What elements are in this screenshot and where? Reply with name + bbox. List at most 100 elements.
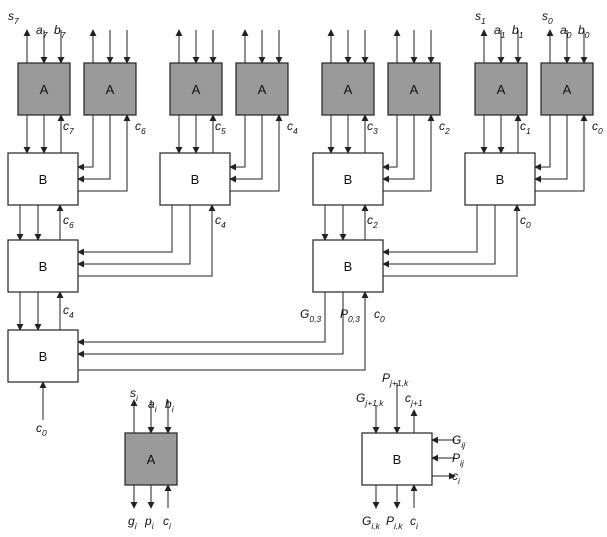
p03-label: P0,3	[340, 307, 360, 324]
c2-l2-label: c2	[367, 213, 378, 230]
legend-gij-label: Gij	[452, 433, 466, 450]
legend-adder-box	[124, 432, 178, 486]
c3-label: c3	[367, 119, 378, 136]
c2-label: c2	[439, 119, 450, 136]
legend-pi-label: pi	[144, 514, 155, 531]
s1-label: s1	[475, 9, 486, 26]
l1-1-c	[78, 204, 216, 277]
legend-ci-right-label: ci	[452, 469, 461, 486]
c6-l2-label: c6	[63, 213, 74, 230]
b1-label: b1	[512, 23, 524, 40]
c4-l3-label: c4	[63, 303, 74, 320]
legend-ci-bottom-label: ci	[410, 514, 419, 531]
legend-gik-label: Gi,k	[362, 514, 381, 531]
c-wire-3	[230, 114, 283, 192]
g-wire-3	[229, 115, 246, 171]
adder-box-6-label: A	[106, 82, 115, 97]
adder-box-0-label: A	[563, 82, 572, 97]
carry-box-l1-3-label: B	[496, 172, 505, 187]
c0-l3-label: c0	[374, 307, 385, 324]
g-wire-5	[382, 115, 398, 171]
c5-label: c5	[215, 119, 226, 136]
c0-l2-label: c0	[520, 213, 531, 230]
adder-box-7-label: A	[40, 82, 49, 97]
l1-3-p	[382, 205, 496, 268]
carry-box-l2-0	[7, 239, 79, 293]
legend-gj1k-label: Gj+1,k	[356, 391, 384, 408]
adder-box-1	[474, 62, 528, 116]
l2-1-c	[78, 291, 369, 371]
a1-label: a1	[494, 23, 506, 40]
legend-gi-label: gi	[128, 514, 138, 531]
legend-ci-label: ci	[163, 514, 172, 531]
carry-box-l2-0-label: B	[39, 259, 48, 274]
carry-box-l3	[7, 329, 79, 383]
legend-pj1k-label: Pj+1,k	[382, 371, 409, 388]
c1-label: c1	[520, 119, 531, 136]
adder-box-4-label: A	[258, 82, 267, 97]
l2-1-p	[77, 292, 344, 358]
legend-si-label: si	[130, 386, 139, 403]
adder-box-3-label: A	[344, 82, 353, 97]
carry-box-l1-1	[159, 152, 231, 206]
l1-1-g	[77, 205, 173, 256]
c0-bottom-label: c0	[36, 421, 47, 438]
carry-box-l3-label: B	[39, 349, 48, 364]
b7-label: b7	[54, 23, 66, 40]
b0-label: b0	[578, 23, 590, 40]
g-wire-1	[77, 115, 94, 171]
a0-label: a0	[560, 23, 572, 40]
c6-label: c6	[135, 119, 146, 136]
a7-label: a7	[36, 23, 48, 40]
labels: s7 a7 b7 s1 a1 b1 s0 a0 b0 c7 c6 c5 c4 c3 c2 c1 c0 c6 c4 c2…	[8, 9, 603, 531]
c4-label: c4	[287, 119, 298, 136]
adder-box-6	[83, 62, 137, 116]
s7-label: s7	[8, 9, 19, 26]
carry-box-l2-1	[312, 239, 384, 293]
legend-pik-label: Pi,k	[386, 514, 403, 531]
p-wire-7	[534, 115, 568, 183]
g-wire-7	[534, 115, 551, 171]
carry-box-l1-0	[7, 152, 79, 206]
p-wire-3	[229, 115, 263, 183]
adder-box-0	[540, 62, 594, 116]
carry-box-l1-3	[464, 152, 536, 206]
adder-box-7	[17, 62, 71, 116]
l1-3-c	[383, 204, 521, 277]
carry-box-l1-0-label: B	[39, 172, 48, 187]
legend-carry-box-label: B	[393, 452, 402, 467]
adder-box-2-label: A	[410, 82, 419, 97]
l1-1-p	[77, 205, 191, 268]
carry-box-l1-1-label: B	[191, 172, 200, 187]
legend-ai-label: ai	[148, 397, 158, 414]
c-wire-7	[535, 114, 588, 192]
adder-box-5	[169, 62, 223, 116]
c-wire-5	[383, 114, 435, 192]
boxes: A A A A A A A A B B B B B B B A B	[7, 62, 594, 486]
p-wire-1	[77, 115, 111, 183]
c7-label: c7	[63, 119, 74, 136]
s0-label: s0	[542, 9, 553, 26]
carry-box-l1-2-label: B	[344, 172, 353, 187]
adder-box-4	[235, 62, 289, 116]
l2-1-g	[77, 292, 326, 346]
legend-bi-label: bi	[165, 397, 175, 414]
c4-l2-label: c4	[215, 213, 226, 230]
legend-carry-box	[361, 432, 433, 486]
c0-label: c0	[592, 119, 603, 136]
adder-box-1-label: A	[497, 82, 506, 97]
adder-box-5-label: A	[192, 82, 201, 97]
adder-box-2	[387, 62, 441, 116]
legend-cj1-label: cj+1	[405, 391, 423, 408]
adder-box-3	[321, 62, 375, 116]
carry-box-l1-2	[312, 152, 384, 206]
p-wire-5	[382, 115, 415, 183]
legend-pij-label: Pij	[452, 451, 465, 468]
c-wire-1	[78, 114, 131, 192]
l1-3-g	[382, 205, 478, 256]
legend-adder-box-label: A	[147, 452, 156, 467]
wires	[16, 29, 588, 509]
g03-label: G0,3	[300, 307, 321, 324]
carry-box-l2-1-label: B	[344, 259, 353, 274]
